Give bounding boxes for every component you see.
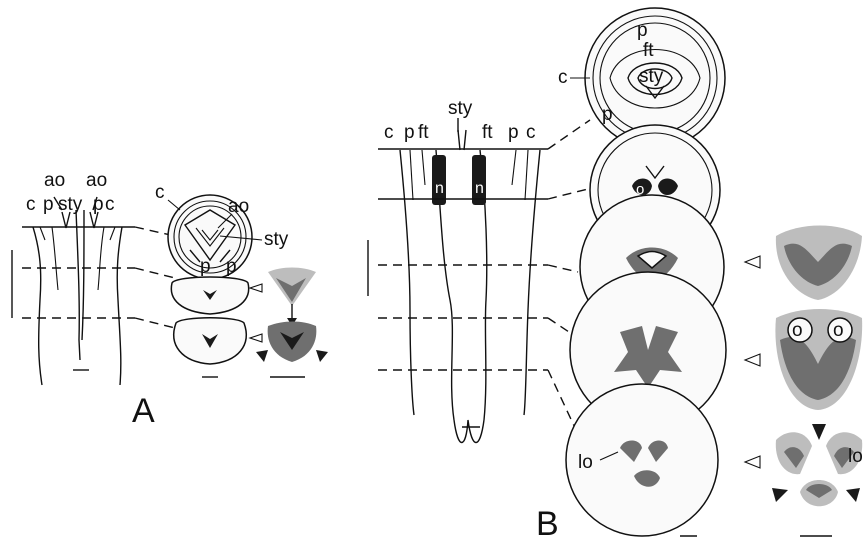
panel-a-label-p: p <box>43 194 54 215</box>
panel-b-details: o o lo <box>745 226 863 537</box>
panel-b-label-sty: sty <box>448 98 473 119</box>
panel-b-label-p1: p <box>404 122 415 143</box>
panel-a: c p sty p c ao ao c ao sty p p <box>12 170 328 430</box>
panel-b-detail-lo: lo <box>848 446 863 467</box>
panel-b-nectary-right: n <box>475 180 484 197</box>
panel-b-cross-sections: sty p ft c p o lo <box>558 8 726 536</box>
panel-a-label: A <box>132 392 155 430</box>
solid-triangle-pointer-icon-5 <box>846 488 860 502</box>
panel-a-label-ao-left: ao <box>44 170 65 191</box>
panel-a-section-label-ao: ao <box>228 196 249 217</box>
panel-a-longitudinal-section <box>12 197 175 385</box>
panel-b-label-ft2: ft <box>482 122 493 143</box>
panel-b-nectary-left: n <box>435 180 444 197</box>
solid-triangle-pointer-icon-4 <box>772 488 788 502</box>
panel-b-label-c1: c <box>384 122 394 143</box>
panel-b-section-label-sty: sty <box>639 66 664 87</box>
panel-b-section-label-p-top: p <box>637 20 648 41</box>
panel-b-detail-o-left: o <box>792 320 803 341</box>
solid-triangle-pointer-icon <box>256 350 268 362</box>
solid-triangle-pointer-icon-3 <box>812 424 826 440</box>
panel-a-label-c: c <box>26 194 36 215</box>
panel-a-label-p2: p <box>93 194 104 215</box>
panel-b-label: B <box>536 505 559 543</box>
panel-b-label-c2: c <box>526 122 536 143</box>
panel-a-details <box>250 268 328 378</box>
panel-b-section-label-p-low: p <box>602 104 613 125</box>
panel-a-section-label-c: c <box>155 182 165 203</box>
panel-b: n n c p ft sty ft p c <box>368 8 863 543</box>
solid-triangle-pointer-icon-2 <box>316 350 328 362</box>
panel-b-label-p2: p <box>508 122 519 143</box>
open-triangle-pointer-icon-3 <box>745 256 760 268</box>
panel-a-label-sty: sty <box>58 194 83 215</box>
panel-a-label-c2: c <box>105 194 115 215</box>
panel-b-section-label-ft: ft <box>643 40 654 61</box>
panel-a-cross-sections <box>168 195 252 377</box>
panel-a-section-label-p-right: p <box>226 256 237 277</box>
open-triangle-pointer-icon-5 <box>745 456 760 468</box>
panel-a-label-ao-right: ao <box>86 170 107 191</box>
panel-b-section-label-c: c <box>558 67 568 88</box>
panel-a-section-label-p-left: p <box>200 256 211 277</box>
panel-b-longitudinal-section: n n <box>368 120 592 443</box>
panel-a-section-label-sty: sty <box>264 229 289 250</box>
panel-b-detail-o-right: o <box>833 320 844 341</box>
panel-b-label-ft1: ft <box>418 122 429 143</box>
open-triangle-pointer-icon <box>250 284 262 292</box>
open-triangle-pointer-icon-4 <box>745 354 760 366</box>
panel-b-label-lo: lo <box>578 452 593 473</box>
open-triangle-pointer-icon-2 <box>250 334 262 342</box>
